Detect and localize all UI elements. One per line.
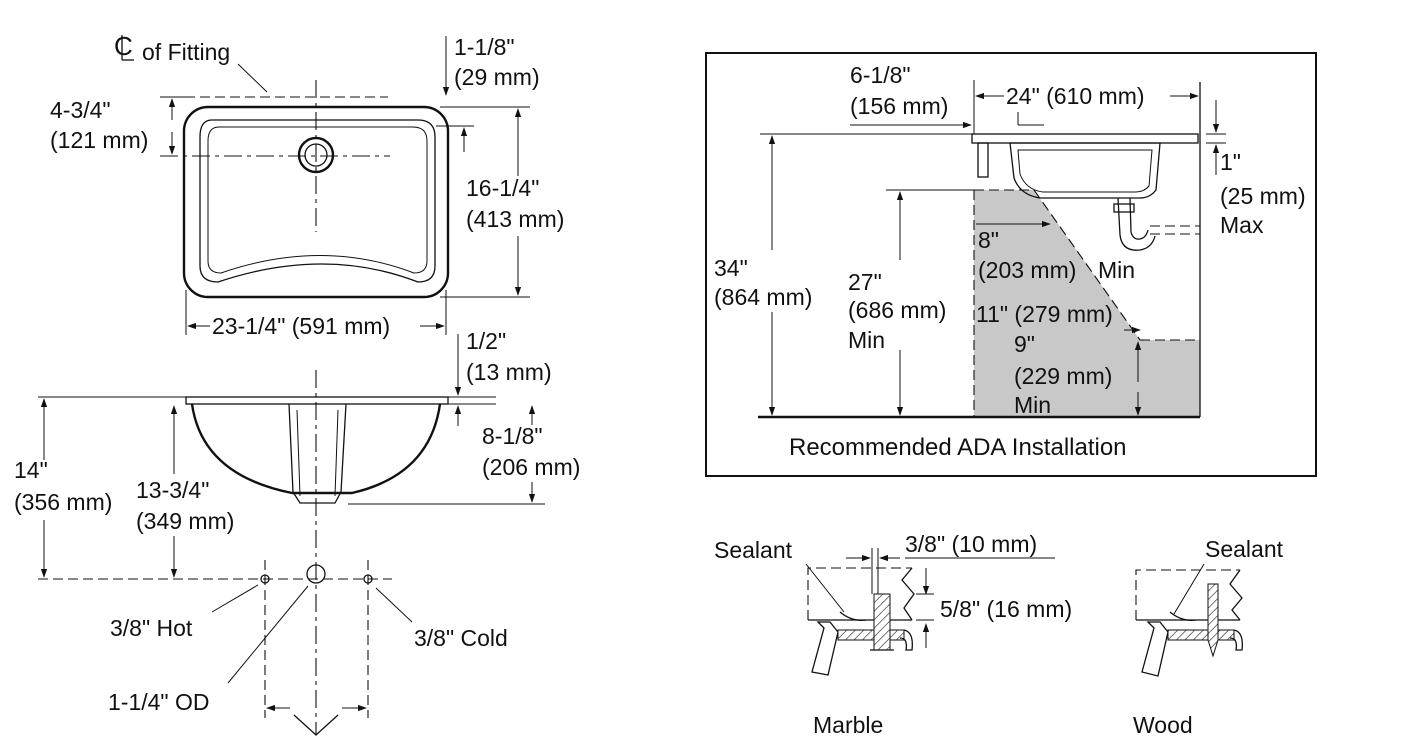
wood-bowl-edge (1141, 621, 1169, 677)
marble-anchor-bolt (873, 593, 891, 651)
outlet-dim-inch: 13-3/4" (136, 477, 209, 503)
ada-title: Recommended ADA Installation (789, 434, 1127, 461)
countertop (971, 133, 1199, 144)
lip-dim-note: Max (1220, 212, 1264, 238)
svg-text:C: C (114, 31, 133, 61)
knee-dim-mm: (686 mm) (848, 297, 946, 323)
wood-detail: Sealant Wood (1133, 536, 1284, 738)
drain-outlet-icon (306, 564, 326, 584)
marble-thickness-dim: 5/8" (16 mm) (940, 596, 1072, 622)
od-label: 1-1/4" OD (108, 689, 209, 715)
wood-screw-icon (1207, 583, 1219, 658)
cold-leader (375, 587, 413, 623)
lip-dim-inch: 1" (1220, 149, 1241, 175)
front-apron (977, 142, 989, 178)
height-dim-mm: (864 mm) (714, 284, 812, 310)
toe-depth-dim: 11" (279 mm) (976, 301, 1113, 327)
marble-detail: Sealant 3/8" (10 mm) 5/8" (16 mm) Marble (714, 531, 1072, 738)
knee-depth-dim-inch: 8" (978, 227, 999, 253)
drain-dim-inch: 4-3/4" (50, 97, 111, 123)
side-view: 1/2" (13 mm) 8-1/8" (206 mm) 14" (356 mm… (14, 328, 580, 736)
hot-label: 3/8" Hot (110, 615, 193, 641)
ada-frame (705, 52, 1317, 477)
depth-dim-mm: (413 mm) (466, 206, 564, 232)
hot-leader (211, 584, 259, 613)
width-dim: 23-1/4" (591 mm) (212, 313, 390, 339)
setback-dim-mm: (156 mm) (850, 93, 948, 119)
marble-bowl-edge (811, 621, 839, 676)
flange-dim-mm: (13 mm) (466, 359, 552, 385)
knee-depth-dim-note: Min (1098, 257, 1135, 283)
toe-dim-mm: (229 mm) (1014, 363, 1112, 389)
wood-sealant-label: Sealant (1205, 536, 1284, 562)
fitting-label: of Fitting (142, 39, 230, 65)
total-dim-mm: (356 mm) (14, 489, 112, 515)
knee-depth-dim-mm: (203 mm) (978, 257, 1076, 283)
drain-dim-mm: (121 mm) (50, 127, 148, 153)
cold-label: 3/8" Cold (414, 625, 508, 651)
lip-dim-mm: (25 mm) (1220, 183, 1306, 209)
bowl-dim-mm: (206 mm) (482, 454, 580, 480)
toe-dim-note: Min (1014, 392, 1051, 418)
wood-clip (1167, 629, 1235, 641)
chevron-down-icon (293, 714, 339, 736)
toe-dim-inch: 9" (1014, 331, 1035, 357)
wood-label: Wood (1133, 712, 1193, 738)
depth-dim-inch: 16-1/4" (466, 175, 539, 201)
centerline-symbol-icon: C (114, 31, 134, 61)
sink-bowl-profile (190, 403, 442, 495)
bowl-dim-inch: 8-1/8" (482, 423, 543, 449)
marble-gap-dim: 3/8" (10 mm) (905, 531, 1037, 557)
ada-width-dim: 24" (610 mm) (1006, 83, 1145, 109)
marble-clip (837, 629, 905, 641)
marble-sealant-label: Sealant (714, 537, 793, 563)
drain-outlet (288, 403, 347, 504)
rim-dim-inch: 1-1/8" (454, 34, 515, 60)
height-dim-inch: 34" (714, 255, 748, 281)
ada-sink-bowl (1009, 142, 1161, 199)
knee-dim-inch: 27" (848, 269, 882, 295)
outlet-dim-mm: (349 mm) (136, 508, 234, 534)
knee-clearance-area (974, 190, 1200, 417)
ada-installation: 6-1/8" (156 mm) 24" (610 mm) 1" (25 mm) … (705, 52, 1317, 477)
wood-sealant-leader (1173, 563, 1205, 615)
p-trap (1117, 197, 1156, 251)
flange-dim-inch: 1/2" (466, 328, 506, 354)
setback-dim-inch: 6-1/8" (850, 62, 911, 88)
knee-dim-note: Min (848, 327, 885, 353)
od-leader (227, 585, 309, 684)
top-view: C of Fitting 4-3/4" (121 mm) 1-1/8" (29 … (50, 31, 564, 339)
marble-sealant-leader (805, 563, 845, 613)
sink-flange (185, 396, 449, 405)
rim-dim-mm: (29 mm) (454, 64, 540, 90)
marble-label: Marble (813, 712, 883, 738)
fitting-leader (237, 63, 268, 93)
total-dim-inch: 14" (14, 457, 48, 483)
